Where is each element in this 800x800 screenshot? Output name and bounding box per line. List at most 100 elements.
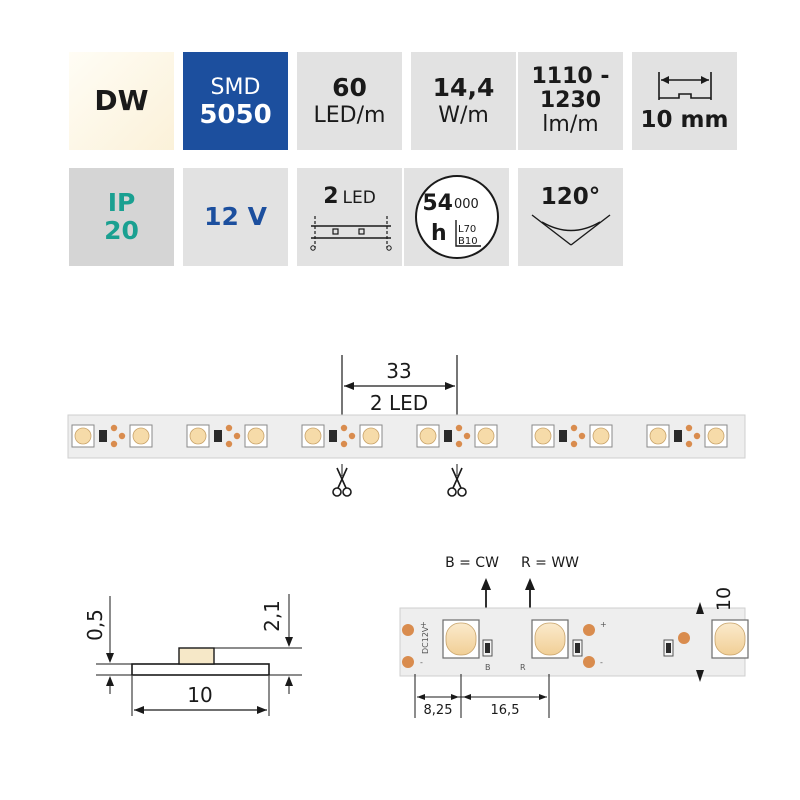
base-thickness-label: 0,5 xyxy=(83,609,107,641)
lifetime-value: 54 xyxy=(422,191,453,216)
detail-led-phosphor xyxy=(534,622,566,656)
width-value: 10 mm xyxy=(640,107,729,133)
resistor xyxy=(214,430,222,442)
ip-label: IP xyxy=(107,188,136,217)
beam-angle-icon xyxy=(531,214,610,246)
voltage-tile: 12 V xyxy=(183,168,288,266)
resistor xyxy=(559,430,567,442)
lifetime-l70: L70 xyxy=(458,224,476,235)
led-phosphor xyxy=(189,427,207,445)
detail-width-label: 10 xyxy=(713,587,735,611)
lifetime-icon: 54 000 h L70 B10 xyxy=(414,175,499,259)
strip-segment-dimension: 33 2 LED xyxy=(341,355,458,418)
detail-led-phosphor xyxy=(714,622,746,656)
profile-cross-section: 0,5 2,1 10 xyxy=(83,594,302,716)
lifetime-tile: 54 000 h L70 B10 xyxy=(404,168,509,266)
ip-value: 20 xyxy=(104,216,139,245)
silkscreen-text: + xyxy=(600,620,607,629)
profile-width-label: 10 xyxy=(187,683,212,707)
solder-pad xyxy=(340,424,348,432)
pcb-profile xyxy=(131,663,270,676)
silkscreen-text: R xyxy=(520,663,526,672)
led-phosphor xyxy=(247,427,265,445)
detail-resistor-body xyxy=(666,643,671,653)
silkscreen-text: DC12V xyxy=(421,626,430,654)
scissors-icon xyxy=(332,464,352,497)
lumen-range-start: 1110 - xyxy=(531,64,610,89)
detail-solder-pad xyxy=(402,656,414,668)
solder-pad xyxy=(570,424,578,432)
silkscreen-text: + xyxy=(420,620,427,629)
detail-solder-pad xyxy=(402,624,414,636)
beam-angle-value: 120° xyxy=(540,184,601,210)
led-density-tile: 60 LED/m xyxy=(297,52,402,150)
solder-pad xyxy=(685,424,693,432)
solder-pad xyxy=(685,440,693,448)
pitch-label: 16,5 xyxy=(491,703,520,718)
solder-pad xyxy=(348,432,356,440)
solder-pad xyxy=(693,432,701,440)
lifetime-thousands: 000 xyxy=(454,197,479,212)
cut-led-unit: LED xyxy=(342,187,376,208)
led-strip-units xyxy=(71,424,728,448)
total-thickness-label: 2,1 xyxy=(260,600,284,632)
solder-pad xyxy=(578,432,586,440)
led-phosphor xyxy=(477,427,495,445)
smd-number: 5050 xyxy=(199,99,272,130)
solder-pad xyxy=(110,424,118,432)
resistor xyxy=(99,430,107,442)
led-strip xyxy=(67,414,746,459)
solder-pad xyxy=(225,440,233,448)
solder-pad xyxy=(233,432,241,440)
detail-led-phosphor xyxy=(445,622,477,656)
smd-label: SMD xyxy=(210,74,261,100)
led-phosphor xyxy=(74,427,92,445)
lifetime-b10: B10 xyxy=(458,236,478,247)
solder-pad xyxy=(225,424,233,432)
detail-solder-pad xyxy=(583,624,595,636)
led-phosphor xyxy=(649,427,667,445)
solder-pad xyxy=(570,440,578,448)
led-phosphor xyxy=(362,427,380,445)
chip-tile-smd: SMD 5050 xyxy=(183,52,288,150)
led-chip-profile xyxy=(178,647,215,665)
lifetime-hours-unit: h xyxy=(431,221,447,246)
detail-solder-pad xyxy=(583,656,595,668)
silkscreen-text: B xyxy=(485,663,491,672)
cut-segment-tile: 2 LED xyxy=(297,168,402,266)
silkscreen-text: - xyxy=(600,658,603,667)
offset-label: 8,25 xyxy=(424,703,453,718)
led-phosphor xyxy=(419,427,437,445)
segment-led-count-label: 2 LED xyxy=(370,391,428,415)
solder-pad xyxy=(340,440,348,448)
led-phosphor xyxy=(132,427,150,445)
cut-led-count: 2 xyxy=(323,183,339,209)
power-tile: 14,4 W/m xyxy=(411,52,516,150)
silkscreen-text: - xyxy=(420,658,423,667)
color-tile-dw: DW xyxy=(69,52,174,150)
power-value: 14,4 xyxy=(432,72,495,102)
led-phosphor xyxy=(707,427,725,445)
strip-width-icon xyxy=(657,72,712,100)
led-density-value: 60 xyxy=(332,72,367,102)
segment-length-label: 33 xyxy=(386,359,411,383)
led-phosphor xyxy=(592,427,610,445)
luminous-flux-tile: 1110 - 1230 lm/m xyxy=(518,52,623,150)
led-density-unit: LED/m xyxy=(313,102,386,128)
solder-pad xyxy=(118,432,126,440)
width-tile: 10 mm xyxy=(632,52,737,150)
solder-pad xyxy=(455,424,463,432)
power-unit: W/m xyxy=(438,102,489,128)
resistor xyxy=(329,430,337,442)
voltage-value: 12 V xyxy=(204,202,267,231)
lumen-range-end: 1230 xyxy=(539,88,602,113)
ip-rating-tile: IP 20 xyxy=(69,168,174,266)
solder-pad xyxy=(455,440,463,448)
detail-resistor-body xyxy=(575,643,580,653)
resistor xyxy=(444,430,452,442)
color-temp-label: DW xyxy=(94,84,149,117)
resistor xyxy=(674,430,682,442)
